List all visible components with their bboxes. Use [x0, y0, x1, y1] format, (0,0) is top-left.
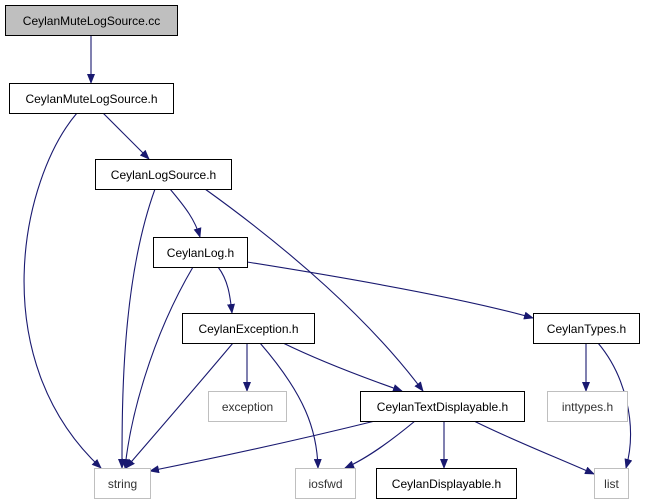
- node-label: CeylanMuteLogSource.cc: [23, 14, 160, 28]
- node-label: CeylanMuteLogSource.h: [25, 92, 157, 106]
- node-str: string: [94, 468, 151, 499]
- node-label: list: [604, 477, 619, 491]
- node-box: [295, 468, 356, 499]
- edge-arrow: [149, 420, 376, 474]
- node-label: CeylanLogSource.h: [111, 168, 216, 182]
- node-box: [182, 313, 315, 344]
- edge-arrow: [102, 112, 150, 160]
- node-box: [533, 313, 640, 344]
- edge-arrow: [121, 266, 194, 469]
- node-typh[interactable]: CeylanTypes.h: [533, 313, 640, 344]
- edge-exch-to-tdh: [282, 342, 403, 392]
- edge-logh-to-exch: [217, 266, 235, 314]
- edge-tdh-to-str: [149, 420, 376, 474]
- node-label: CeylanTypes.h: [547, 322, 626, 336]
- edge-arrow: [169, 188, 202, 238]
- edge-arrow: [246, 261, 534, 320]
- edge-logh-to-str: [121, 266, 194, 469]
- node-label: string: [108, 477, 137, 491]
- node-box: [5, 5, 178, 36]
- node-inth: inttypes.h: [547, 391, 628, 422]
- node-logh[interactable]: CeylanLog.h: [153, 237, 248, 268]
- node-lsh[interactable]: CeylanLogSource.h: [95, 159, 232, 190]
- node-cc[interactable]: CeylanMuteLogSource.cc: [5, 5, 178, 36]
- edge-arrow: [282, 342, 403, 392]
- edge-arrow: [125, 342, 234, 469]
- edge-mlsh-to-lsh: [102, 112, 150, 160]
- edge-arrow: [259, 342, 322, 469]
- edge-arrow: [217, 266, 235, 314]
- node-label: exception: [222, 400, 273, 414]
- node-exc: exception: [208, 391, 287, 422]
- edge-exch-to-iosf: [259, 342, 322, 469]
- node-label: CeylanDisplayable.h: [392, 477, 501, 491]
- node-iosf: iosfwd: [295, 468, 356, 499]
- edge-arrow: [344, 420, 416, 469]
- edge-tdh-to-iosf: [344, 420, 416, 469]
- node-box: [360, 391, 525, 422]
- edge-exch-to-str: [125, 342, 234, 469]
- node-label: CeylanLog.h: [167, 246, 234, 260]
- node-box: [95, 159, 232, 190]
- node-label: CeylanTextDisplayable.h: [377, 400, 508, 414]
- node-box: [594, 468, 629, 499]
- edge-arrow: [204, 188, 424, 392]
- edge-mlsh-to-str: [23, 112, 102, 469]
- edges-layer: [23, 35, 633, 475]
- node-box: [376, 468, 517, 499]
- edge-tdh-to-lst: [473, 420, 595, 475]
- edge-logh-to-typh: [246, 261, 534, 320]
- node-label: inttypes.h: [562, 400, 613, 414]
- node-dh[interactable]: CeylanDisplayable.h: [376, 468, 517, 499]
- node-mlsh[interactable]: CeylanMuteLogSource.h: [9, 83, 174, 114]
- node-box: [94, 468, 151, 499]
- node-box: [547, 391, 628, 422]
- edge-lsh-to-tdh: [204, 188, 424, 392]
- node-box: [208, 391, 287, 422]
- node-label: CeylanException.h: [198, 322, 298, 336]
- edge-lsh-to-logh: [169, 188, 202, 238]
- node-label: iosfwd: [308, 477, 342, 491]
- edge-arrow: [118, 188, 156, 469]
- edge-arrow: [473, 420, 595, 475]
- node-exch[interactable]: CeylanException.h: [182, 313, 315, 344]
- node-tdh[interactable]: CeylanTextDisplayable.h: [360, 391, 525, 422]
- edge-arrow: [23, 112, 102, 469]
- node-box: [9, 83, 174, 114]
- edge-lsh-to-str: [118, 188, 156, 469]
- nodes-layer: CeylanMuteLogSource.ccCeylanMuteLogSourc…: [5, 5, 640, 499]
- node-box: [153, 237, 248, 268]
- node-lst: list: [594, 468, 629, 499]
